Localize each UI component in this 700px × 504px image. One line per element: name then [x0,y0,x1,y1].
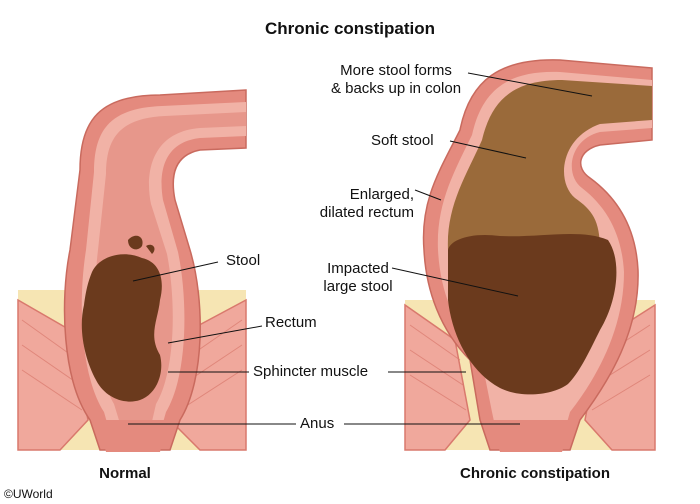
label-sphincter-muscle: Sphincter muscle [253,363,369,380]
chronic-soft-stool [447,80,652,250]
label-enlarged-line2: dilated rectum [319,204,414,221]
normal-anatomy [17,89,247,452]
label-anus: Anus [300,415,335,432]
label-impacted-stool: Impacted large stool [308,260,408,296]
chronic-anatomy [404,59,656,452]
label-enlarged-line1: Enlarged, [349,186,414,203]
label-enlarged-rectum: Enlarged, dilated rectum [290,186,414,222]
chronic-impacted-stool [448,233,617,395]
label-stool: Stool [226,252,261,269]
label-more-stool-line1: More stool forms [340,62,452,79]
leader-more-stool [467,72,593,97]
label-soft-stool: Soft stool [371,132,434,149]
normal-stool [81,254,162,402]
label-more-stool: More stool forms & backs up in colon [316,62,476,98]
leader-rectum [167,325,263,344]
label-impacted-line2: large stool [323,278,393,295]
leader-soft-stool [449,140,527,159]
figure-title: Chronic constipation [265,19,435,38]
caption-normal: Normal [99,465,151,482]
caption-chronic: Chronic constipation [460,465,610,482]
leader-stool [132,261,219,282]
copyright-notice: ©UWorld [4,487,53,501]
normal-anus [98,420,168,452]
label-more-stool-line2: & backs up in colon [330,80,462,97]
chronic-anus [490,420,572,452]
leader-enlarged-rectum [414,189,442,201]
label-impacted-line1: Impacted [327,260,389,277]
leader-lines [128,72,593,425]
leader-impacted-stool [391,267,519,297]
label-rectum: Rectum [265,314,317,331]
